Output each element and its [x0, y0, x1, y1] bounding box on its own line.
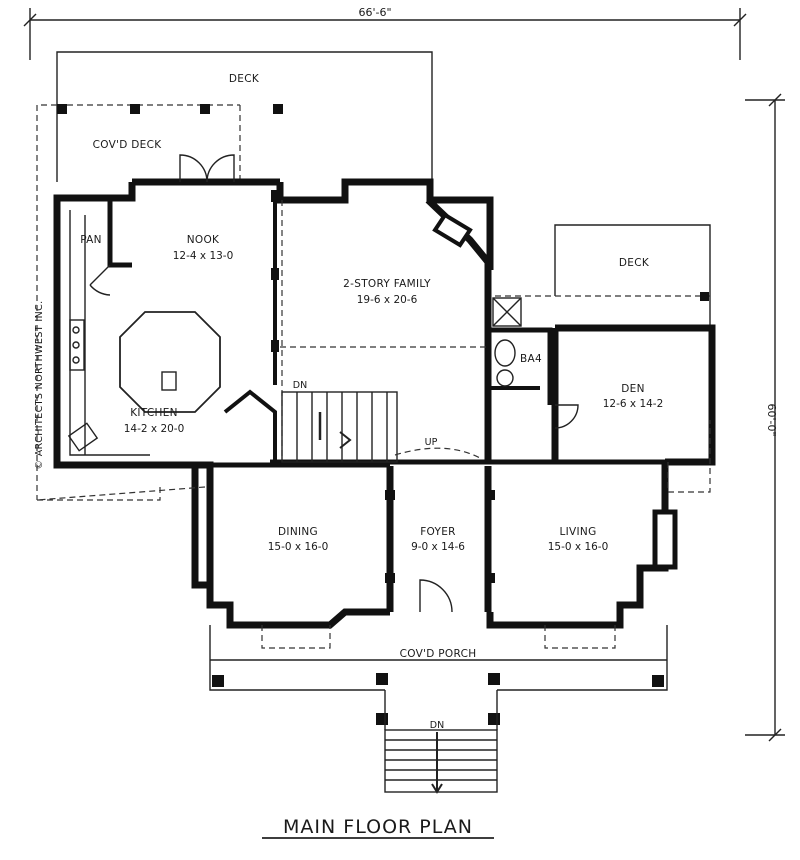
- dining-size: 15-0 x 16-0: [268, 541, 329, 553]
- main-stair: [223, 389, 481, 463]
- kitchen-size: 14-2 x 20-0: [124, 423, 185, 435]
- kitchen-name: KITCHEN: [130, 407, 178, 419]
- family-corner-unit: [432, 212, 473, 248]
- pantry-door: [89, 264, 111, 296]
- nook-french-doors: [179, 154, 235, 183]
- family-name: 2-STORY FAMILY: [343, 278, 431, 290]
- foyer-name: FOYER: [420, 526, 456, 538]
- bath-fixtures: [492, 297, 522, 387]
- stair-up-label: UP: [425, 437, 438, 448]
- living-name: LIVING: [559, 526, 596, 538]
- deck-side-label: DECK: [619, 257, 650, 269]
- plan-title: MAIN FLOOR PLAN: [283, 816, 473, 838]
- overall-depth-dimension: 60'-0": [745, 93, 785, 742]
- fireplace: [652, 509, 678, 570]
- den-door: [554, 404, 579, 429]
- covd-deck-label: COV'D DECK: [93, 139, 163, 151]
- open-to-above-lines: [36, 200, 711, 501]
- porch-stair: [384, 729, 498, 794]
- kitchen-sink: [67, 422, 99, 452]
- family-size: 19-6 x 20-6: [357, 294, 418, 306]
- porch-label: COV'D PORCH: [400, 648, 477, 660]
- kitchen-island: [119, 311, 221, 413]
- deck-rear-label: DECK: [229, 73, 260, 85]
- front-door: [419, 579, 453, 613]
- dining-name: DINING: [278, 526, 318, 538]
- covered-porch: [209, 625, 668, 730]
- foyer-size: 9-0 x 14-6: [411, 541, 465, 553]
- living-size: 15-0 x 16-0: [548, 541, 609, 553]
- bath-label: BA4: [520, 353, 542, 365]
- porch-stair-dn-label: DN: [430, 720, 444, 731]
- pan-label: PAN: [80, 234, 102, 246]
- stair-dn-label: DN: [293, 380, 307, 391]
- den-name: DEN: [621, 383, 644, 395]
- nook-name: NOOK: [187, 234, 220, 246]
- copyright-text: © ARCHITECTS NORTHWEST INC.: [34, 300, 45, 469]
- overall-width-dimension: 66'-6": [23, 6, 747, 60]
- nook-size: 12-4 x 13-0: [173, 250, 234, 262]
- overall-depth-label: 60'-0": [765, 403, 778, 436]
- rear-deck: [36, 51, 433, 500]
- den-size: 12-6 x 14-2: [603, 398, 664, 410]
- interior-columns: [271, 190, 495, 583]
- cooktop: [69, 319, 85, 371]
- side-deck: [495, 224, 711, 325]
- overall-width-label: 66'-6": [358, 6, 391, 19]
